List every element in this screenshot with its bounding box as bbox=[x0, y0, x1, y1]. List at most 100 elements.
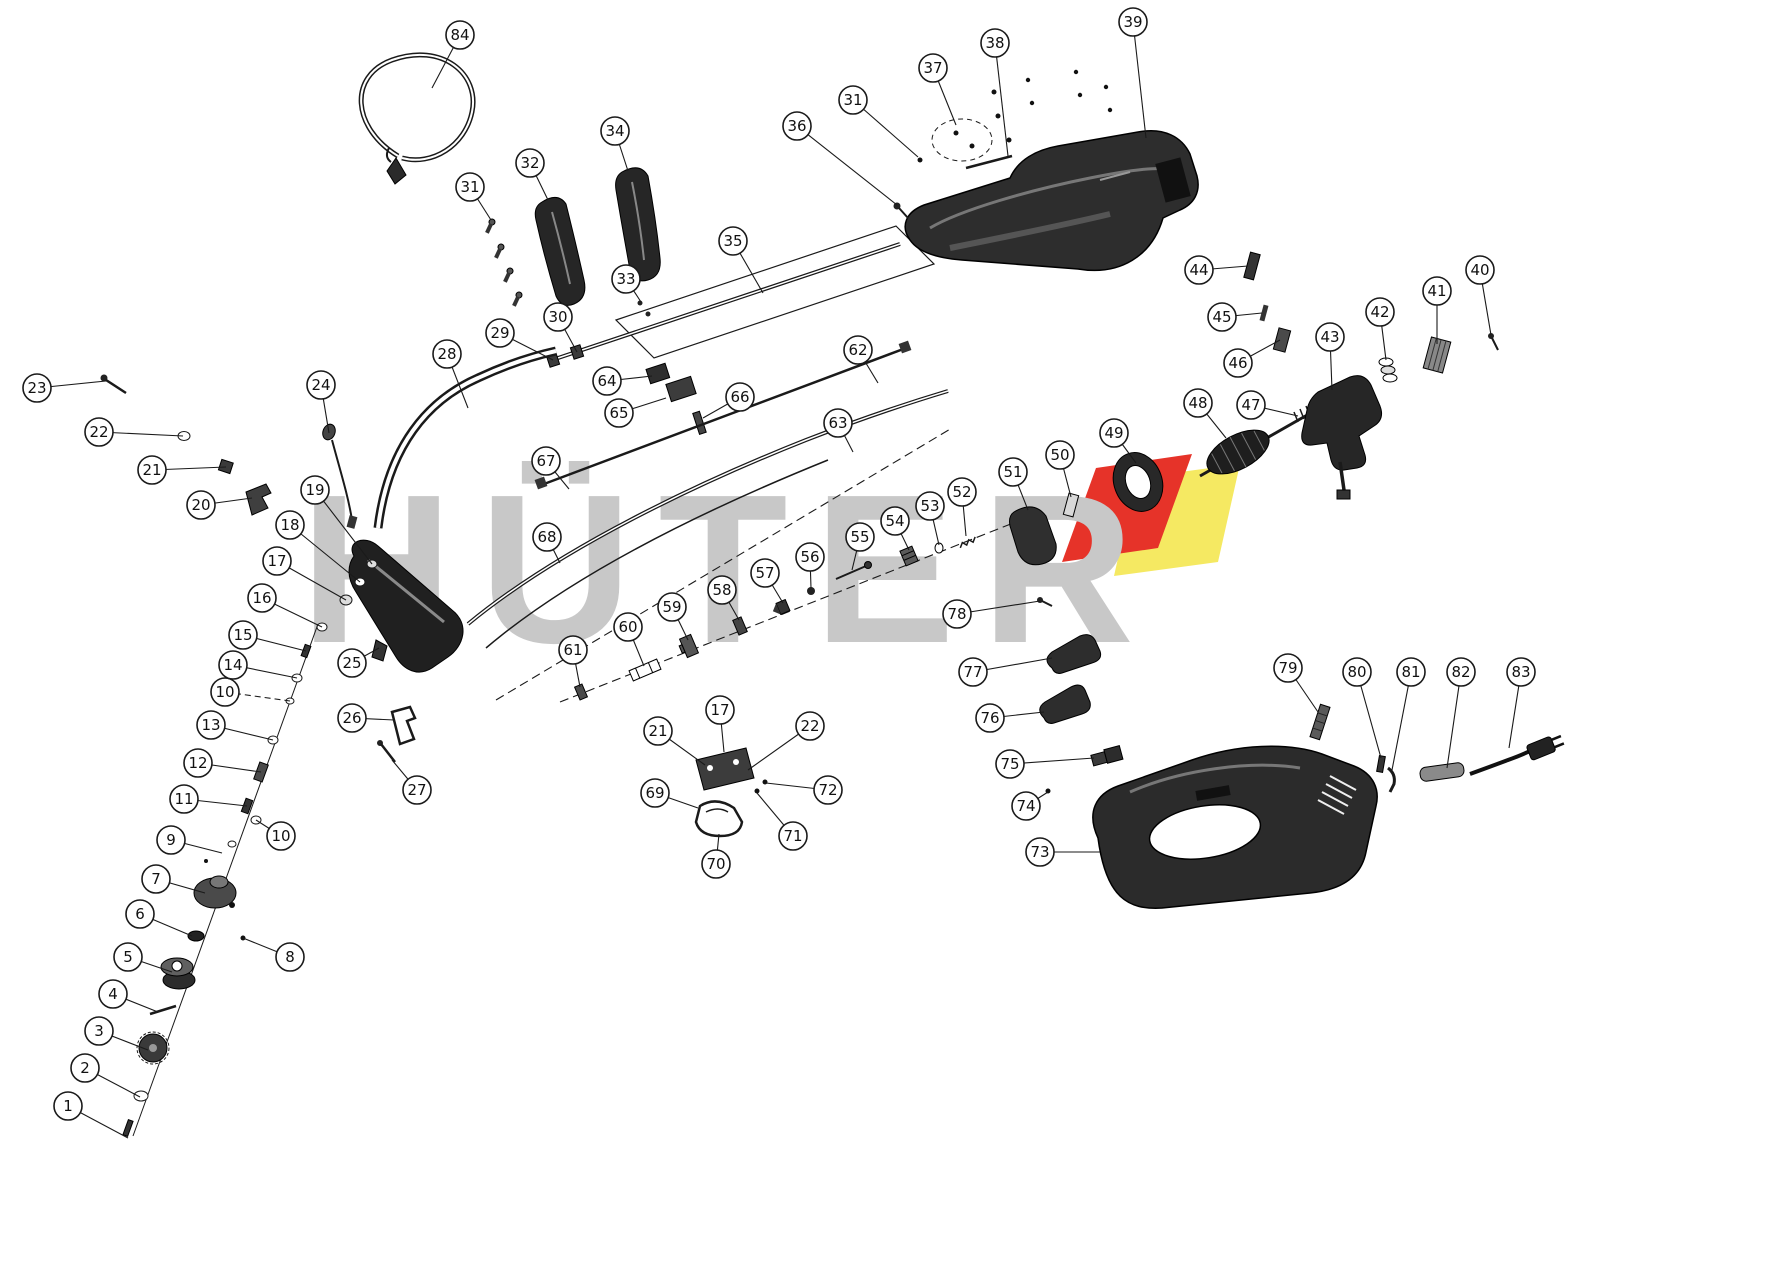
callout-number-31: 31 bbox=[460, 178, 479, 196]
callout-circle-74 bbox=[1011, 791, 1041, 821]
callout-circle-61 bbox=[558, 635, 588, 665]
callout-circle-19 bbox=[300, 475, 330, 505]
callout-number-34: 34 bbox=[605, 122, 624, 140]
callout-number-11: 11 bbox=[174, 790, 193, 808]
callout-10: 10 bbox=[210, 677, 291, 707]
callout-24: 24 bbox=[306, 370, 336, 434]
callout-70: 70 bbox=[701, 833, 731, 879]
callout-circle-71 bbox=[778, 821, 808, 851]
callout-number-22: 22 bbox=[800, 717, 819, 735]
gearbox-assembly bbox=[1009, 251, 1499, 566]
callout-31: 31 bbox=[455, 172, 492, 221]
trigger-levers bbox=[1037, 597, 1102, 724]
callout-circle-55 bbox=[845, 522, 875, 552]
callout-34: 34 bbox=[600, 116, 630, 172]
callout-number-23: 23 bbox=[27, 379, 46, 397]
callout-number-17: 17 bbox=[267, 552, 286, 570]
callout-number-46: 46 bbox=[1228, 354, 1247, 372]
motor-housing-lower bbox=[1092, 745, 1378, 909]
callout-number-71: 71 bbox=[783, 827, 802, 845]
callout-57: 57 bbox=[750, 558, 784, 604]
callout-number-21: 21 bbox=[648, 722, 667, 740]
callout-circle-75 bbox=[995, 749, 1025, 779]
callout-number-49: 49 bbox=[1104, 424, 1123, 442]
callout-number-79: 79 bbox=[1278, 659, 1297, 677]
callout-68: 68 bbox=[532, 522, 562, 564]
callout-number-28: 28 bbox=[437, 345, 456, 363]
callout-27: 27 bbox=[391, 759, 432, 805]
callout-circle-27 bbox=[402, 775, 432, 805]
callout-circle-9 bbox=[156, 825, 186, 855]
callout-circle-26 bbox=[337, 703, 367, 733]
callout-number-53: 53 bbox=[920, 497, 939, 515]
callout-number-44: 44 bbox=[1189, 261, 1208, 279]
callout-31: 31 bbox=[838, 85, 919, 158]
callout-circle-5 bbox=[113, 942, 143, 972]
callout-circle-10 bbox=[266, 821, 296, 851]
callout-number-80: 80 bbox=[1347, 663, 1366, 681]
callout-circle-57 bbox=[750, 558, 780, 588]
callout-circle-28 bbox=[432, 339, 462, 369]
callout-circle-21 bbox=[137, 455, 167, 485]
handle-half-left bbox=[534, 197, 586, 306]
callout-61: 61 bbox=[558, 635, 588, 688]
callout-number-30: 30 bbox=[548, 308, 567, 326]
callout-number-7: 7 bbox=[151, 870, 161, 888]
callout-2: 2 bbox=[70, 1053, 141, 1098]
callout-69: 69 bbox=[640, 778, 699, 809]
callout-41: 41 bbox=[1422, 276, 1452, 344]
callout-number-16: 16 bbox=[252, 589, 271, 607]
callout-number-84: 84 bbox=[450, 26, 469, 44]
callout-circle-49 bbox=[1099, 418, 1129, 448]
callout-circle-13 bbox=[196, 710, 226, 740]
callout-circle-72 bbox=[813, 775, 843, 805]
callout-circle-51 bbox=[998, 457, 1028, 487]
callout-63: 63 bbox=[823, 408, 854, 453]
callout-number-31: 31 bbox=[843, 91, 862, 109]
callout-32: 32 bbox=[515, 148, 549, 201]
callout-number-24: 24 bbox=[311, 376, 330, 394]
callout-circle-52 bbox=[947, 477, 977, 507]
handle-bracket-assembly bbox=[694, 747, 768, 838]
callout-76: 76 bbox=[975, 703, 1045, 733]
callout-25: 25 bbox=[337, 647, 380, 678]
callout-number-17: 17 bbox=[710, 701, 729, 719]
callout-number-21: 21 bbox=[142, 461, 161, 479]
upper-shaft-assembly bbox=[545, 225, 936, 436]
callout-number-42: 42 bbox=[1370, 303, 1389, 321]
callout-number-83: 83 bbox=[1511, 663, 1530, 681]
callout-number-63: 63 bbox=[828, 414, 847, 432]
callout-75: 75 bbox=[995, 749, 1095, 779]
callout-number-50: 50 bbox=[1050, 446, 1069, 464]
callout-number-8: 8 bbox=[285, 948, 295, 966]
callout-4: 4 bbox=[98, 979, 159, 1013]
callout-number-73: 73 bbox=[1030, 843, 1049, 861]
callout-number-6: 6 bbox=[135, 905, 145, 923]
callout-36: 36 bbox=[782, 111, 898, 206]
callout-number-26: 26 bbox=[342, 709, 361, 727]
callout-number-68: 68 bbox=[537, 528, 556, 546]
callout-number-25: 25 bbox=[342, 654, 361, 672]
callout-15: 15 bbox=[228, 620, 307, 652]
callout-26: 26 bbox=[337, 703, 395, 733]
callout-number-51: 51 bbox=[1003, 463, 1022, 481]
callout-circle-33 bbox=[611, 264, 641, 294]
callout-number-37: 37 bbox=[923, 59, 942, 77]
callout-number-4: 4 bbox=[108, 985, 118, 1003]
motor-housing-upper bbox=[893, 130, 1199, 271]
callout-circle-40 bbox=[1465, 255, 1495, 285]
callout-52: 52 bbox=[947, 477, 977, 537]
callout-82: 82 bbox=[1446, 657, 1476, 769]
callout-circle-44 bbox=[1184, 255, 1214, 285]
callout-circle-15 bbox=[228, 620, 258, 650]
callout-78: 78 bbox=[942, 599, 1041, 629]
callout-circle-78 bbox=[942, 599, 972, 629]
callout-17: 17 bbox=[262, 546, 347, 601]
inner-drive-shaft bbox=[534, 340, 912, 490]
callout-circle-21 bbox=[643, 716, 673, 746]
callout-12: 12 bbox=[183, 748, 262, 778]
callout-46: 46 bbox=[1223, 339, 1281, 378]
callout-59: 59 bbox=[657, 592, 689, 641]
callout-39: 39 bbox=[1118, 7, 1148, 139]
